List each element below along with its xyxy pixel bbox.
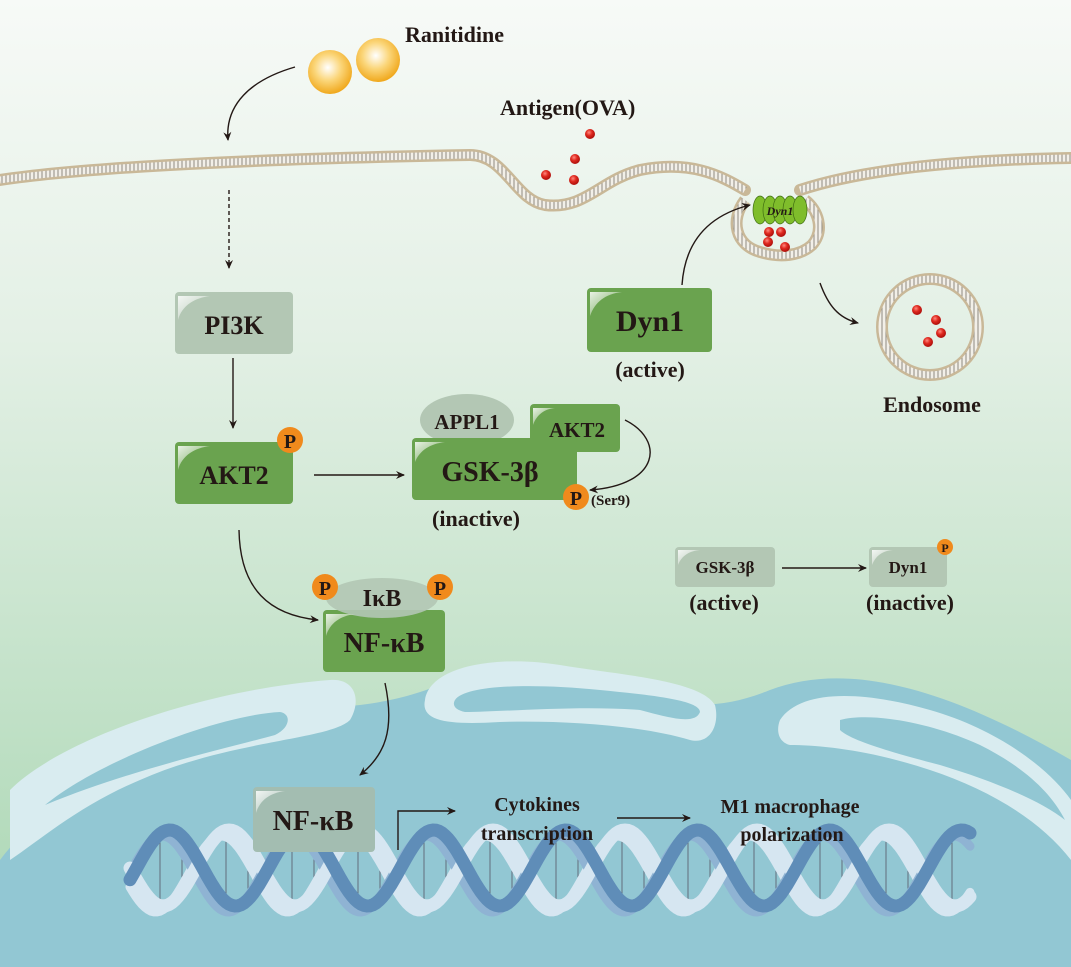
ikb-nfkb-complex: IκB NF-κB P P [312, 574, 453, 672]
endosome-label: Endosome [883, 392, 981, 417]
phospho-icon [937, 539, 953, 555]
pi3k-label: PI3K [204, 311, 264, 340]
phospho-label: P [319, 578, 331, 600]
arrows [223, 66, 867, 850]
arrow-nfkb-to-transcription [397, 807, 456, 850]
gsk3b-active-label: GSK-3β [695, 558, 754, 577]
ranitidine-label: Ranitidine [405, 22, 504, 47]
cytokines-label-line2: transcription [481, 823, 593, 845]
arrow-akt2-to-nfkb [238, 529, 319, 624]
appl1-label: APPL1 [434, 410, 499, 434]
antigen-label: Antigen(OVA) [500, 95, 635, 120]
arrow-nfkb-to-nucleus [359, 682, 390, 776]
gsk3b-active-node: GSK-3β (active) [675, 547, 775, 615]
plasma-membrane [0, 148, 1071, 262]
dyn1-inactive-state: (inactive) [866, 590, 954, 615]
dynamin-ring: Dyn1 [752, 195, 808, 225]
gsk3b-complex-label: GSK-3β [441, 457, 538, 488]
phospho-label: P [570, 488, 582, 510]
cytokines-label-line1: Cytokines [494, 794, 580, 816]
dyn1-inactive-label: Dyn1 [889, 558, 928, 577]
phospho-icon [312, 574, 338, 600]
phospho-label: P [434, 578, 446, 600]
phospho-label: P [941, 541, 948, 555]
dyn1-active-node: Dyn1 (active) [587, 288, 712, 382]
arrow-dyn1-to-ring [681, 203, 751, 286]
m1-label-line2: polarization [740, 824, 843, 846]
gsk3b-complex-state: (inactive) [432, 506, 520, 531]
antigen-particles [541, 129, 946, 347]
nfkb-nuclear-node: NF-κB [253, 787, 375, 852]
dyn1-active-state: (active) [615, 357, 685, 382]
endosome [876, 273, 984, 381]
phospho-label: P [284, 431, 296, 453]
akt2-node: AKT2 P [175, 427, 303, 504]
dyn1-ring-label: Dyn1 [766, 204, 794, 218]
phospho-icon [277, 427, 303, 453]
m1-label-line1: M1 macrophage [720, 796, 859, 818]
gsk3b-complex: APPL1 AKT2 GSK-3β (inactive) P (Ser9) [412, 394, 630, 531]
ser9-label: (Ser9) [591, 493, 630, 509]
akt2-label: AKT2 [199, 461, 268, 490]
nfkb-cyto-label: NF-κB [344, 628, 425, 659]
gsk3b-active-state: (active) [689, 590, 759, 615]
dna-helix [123, 823, 977, 917]
pi3k-node: PI3K [175, 292, 293, 354]
arrow-ranitidine-to-membrane [223, 66, 296, 141]
phospho-icon [563, 484, 589, 510]
dna-strand-dark [123, 823, 977, 913]
dyn1-active-label: Dyn1 [616, 305, 684, 338]
nfkb-nuclear-label: NF-κB [273, 806, 354, 837]
arrow-pit-to-endosome [819, 282, 859, 325]
phospho-icon [427, 574, 453, 600]
ikb-label: IκB [363, 586, 402, 612]
dyn1-inactive-node: Dyn1 P (inactive) [866, 539, 954, 615]
nuclear-envelope [10, 661, 1071, 860]
ranitidine-molecules [308, 38, 400, 94]
arrow-akt2-to-ser9 [589, 419, 651, 494]
dna-strand-light [123, 823, 977, 913]
